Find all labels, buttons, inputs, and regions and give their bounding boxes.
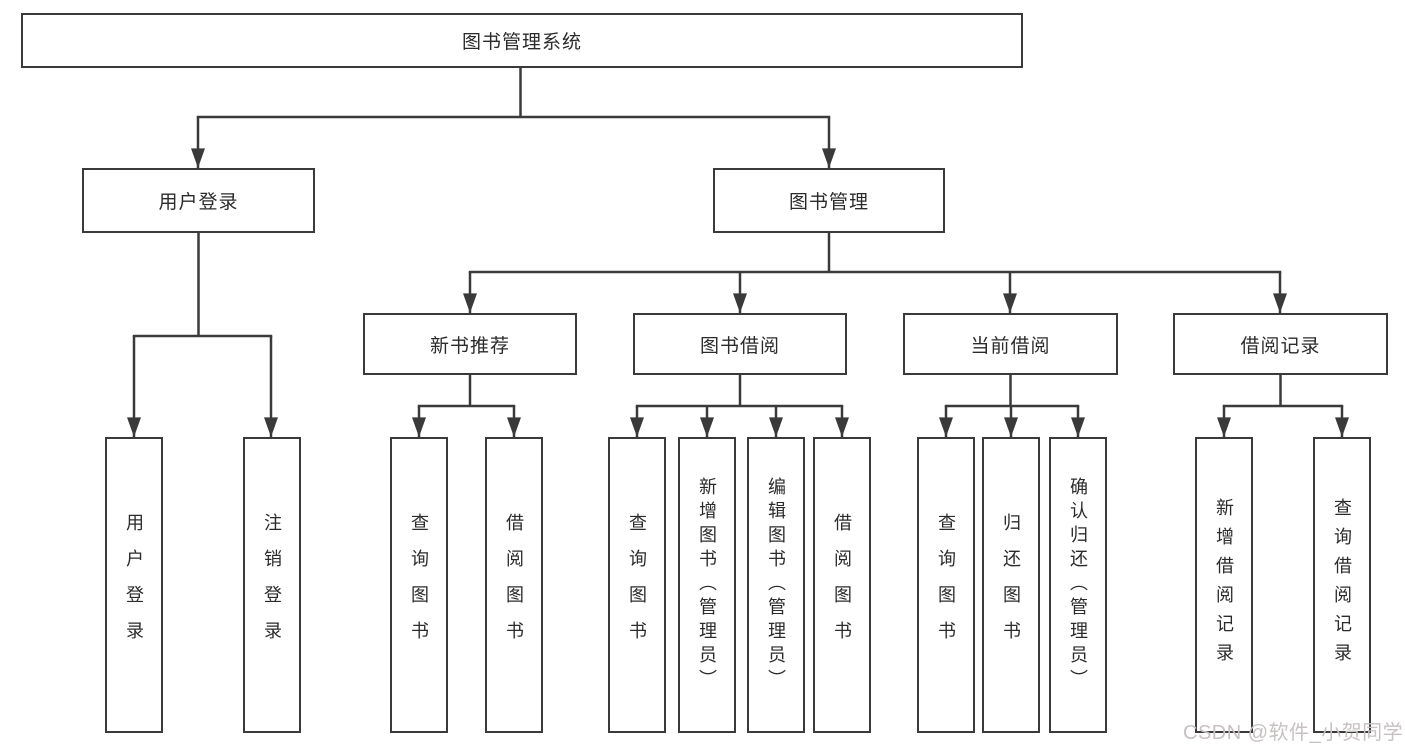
- node-library-management-system: 图书管理系统: [21, 13, 1023, 68]
- leaf-logout-login: 注销登录: [243, 437, 301, 733]
- node-book-borrow: 图书借阅: [633, 313, 847, 375]
- leaf-query-books-borrow: 查询图书: [608, 437, 666, 733]
- node-user-login: 用户登录: [82, 168, 315, 233]
- leaf-query-books-recommend: 查询图书: [390, 437, 448, 733]
- leaf-borrow-books: 借阅图书: [813, 437, 871, 733]
- node-label: 用户登录: [158, 192, 239, 213]
- node-book-management: 图书管理: [713, 168, 945, 233]
- node-label: 查询图书: [936, 513, 956, 657]
- node-label: 确认归还（管理员）: [1068, 477, 1088, 693]
- leaf-borrow-books-recommend: 借阅图书: [485, 437, 543, 733]
- leaf-add-borrow-record: 新增借阅记录: [1195, 437, 1253, 733]
- node-label: 借阅记录: [1240, 335, 1321, 357]
- leaf-query-books-current: 查询图书: [917, 437, 975, 733]
- node-label: 查询借阅记录: [1332, 498, 1352, 672]
- node-new-book-recommend: 新书推荐: [363, 313, 577, 375]
- node-label: 借阅图书: [504, 513, 524, 657]
- leaf-return-book: 归还图书: [982, 437, 1040, 733]
- node-label: 查询图书: [627, 513, 647, 657]
- node-label: 图书管理: [788, 192, 869, 213]
- node-label: 注销登录: [262, 513, 282, 657]
- node-current-borrow: 当前借阅: [903, 313, 1118, 375]
- node-label: 编辑图书（管理员）: [766, 477, 786, 693]
- node-label: 借阅图书: [832, 513, 852, 657]
- node-label: 新书推荐: [429, 335, 510, 357]
- node-label: 新增图书（管理员）: [697, 477, 717, 693]
- node-label: 查询图书: [409, 513, 429, 657]
- leaf-user-login: 用户登录: [105, 437, 163, 733]
- node-label: 新增借阅记录: [1214, 498, 1234, 672]
- node-borrow-records: 借阅记录: [1173, 313, 1388, 375]
- leaf-edit-book-admin: 编辑图书（管理员）: [747, 437, 805, 733]
- node-label: 图书管理系统: [461, 32, 582, 53]
- node-label: 当前借阅: [970, 335, 1051, 357]
- leaf-query-borrow-record: 查询借阅记录: [1313, 437, 1371, 733]
- csdn-watermark: CSDN @软件_小贺同学: [1183, 722, 1404, 744]
- connector-trunks: [132, 66, 1344, 408]
- node-label: 图书借阅: [699, 335, 780, 357]
- node-label: 用户登录: [124, 513, 144, 657]
- node-label: 归还图书: [1001, 513, 1021, 657]
- leaf-confirm-return-admin: 确认归还（管理员）: [1049, 437, 1107, 733]
- leaf-add-book-admin: 新增图书（管理员）: [678, 437, 736, 733]
